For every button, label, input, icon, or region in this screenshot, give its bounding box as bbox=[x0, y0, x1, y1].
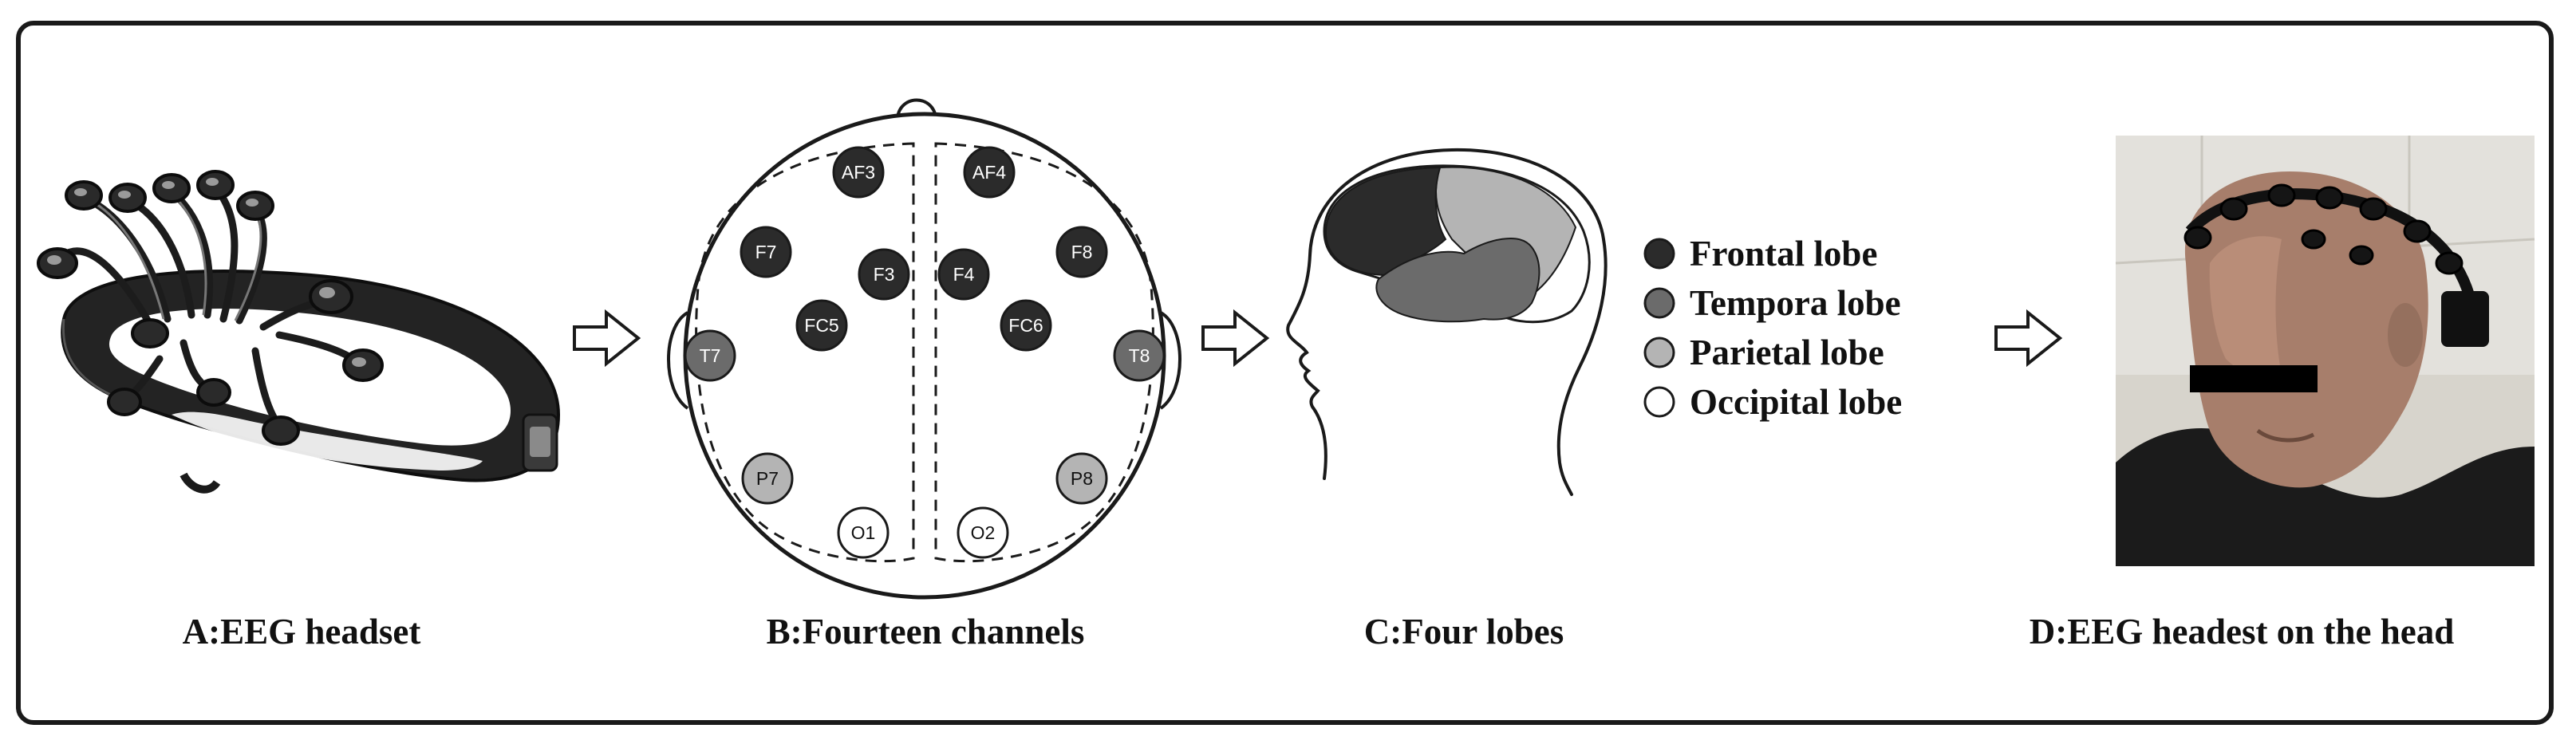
electrode-o2 bbox=[957, 506, 1009, 559]
electrode-label-f3: F3 bbox=[874, 264, 895, 285]
figure-frame bbox=[16, 21, 2554, 725]
arrow-b-to-c bbox=[1201, 309, 1270, 368]
eeg-headset-illustration bbox=[37, 170, 561, 494]
photo-headset-on-head bbox=[2115, 136, 2535, 566]
arrow-a-to-b bbox=[573, 309, 641, 368]
legend-swatch-temporal bbox=[1643, 287, 1675, 319]
electrode-label-p8: P8 bbox=[1071, 468, 1093, 489]
eye-redaction-bar bbox=[2190, 365, 2318, 392]
electrode-af4 bbox=[963, 146, 1016, 199]
electrode-p7 bbox=[741, 452, 794, 505]
legend-label-parietal: Parietal lobe bbox=[1690, 333, 1884, 372]
electrode-label-o2: O2 bbox=[971, 522, 996, 543]
electrode-label-af4: AF4 bbox=[972, 162, 1006, 183]
caption-c: C:Four lobes bbox=[1363, 612, 1564, 652]
electrode-label-f8: F8 bbox=[1071, 242, 1093, 262]
electrode-f4 bbox=[937, 248, 990, 301]
electrode-o1 bbox=[837, 506, 890, 559]
legend-label-occipital: Occipital lobe bbox=[1690, 382, 1902, 422]
electrode-label-af3: AF3 bbox=[842, 162, 875, 183]
frontal-region bbox=[1324, 166, 1447, 277]
electrode-f7 bbox=[740, 226, 792, 278]
electrode-label-f7: F7 bbox=[755, 242, 777, 262]
electrode-f3 bbox=[858, 248, 910, 301]
electrode-p8 bbox=[1055, 452, 1108, 505]
electrode-fc5 bbox=[795, 299, 848, 352]
electrode-label-f4: F4 bbox=[953, 264, 975, 285]
electrode-t8 bbox=[1113, 329, 1166, 382]
electrode-fc6 bbox=[1000, 299, 1052, 352]
electrode-label-p7: P7 bbox=[756, 468, 779, 489]
electrode-label-o1: O1 bbox=[851, 522, 876, 543]
legend-swatch-frontal bbox=[1643, 238, 1675, 270]
electrode-t7 bbox=[684, 329, 736, 382]
electrode-label-t8: T8 bbox=[1129, 345, 1150, 366]
legend-swatch-occipital bbox=[1643, 386, 1675, 418]
four-lobes-head bbox=[1286, 148, 1608, 496]
electrode-label-t7: T7 bbox=[700, 345, 721, 366]
electrode-label-fc6: FC6 bbox=[1008, 315, 1043, 336]
electrode-f8 bbox=[1055, 226, 1108, 278]
temporal-region bbox=[1375, 238, 1540, 323]
electrode-label-fc5: FC5 bbox=[804, 315, 838, 336]
caption-a: A:EEG headset bbox=[182, 612, 421, 652]
caption-d: D:EEG headest on the head bbox=[2029, 612, 2455, 652]
legend-label-temporal: Tempora lobe bbox=[1690, 283, 1901, 323]
arrow-c-to-d bbox=[1994, 309, 2063, 368]
caption-b: B:Fourteen channels bbox=[766, 612, 1085, 652]
electrode-af3 bbox=[832, 146, 885, 199]
legend-swatch-parietal bbox=[1643, 337, 1675, 368]
legend-label-frontal: Frontal lobe bbox=[1690, 234, 1877, 274]
